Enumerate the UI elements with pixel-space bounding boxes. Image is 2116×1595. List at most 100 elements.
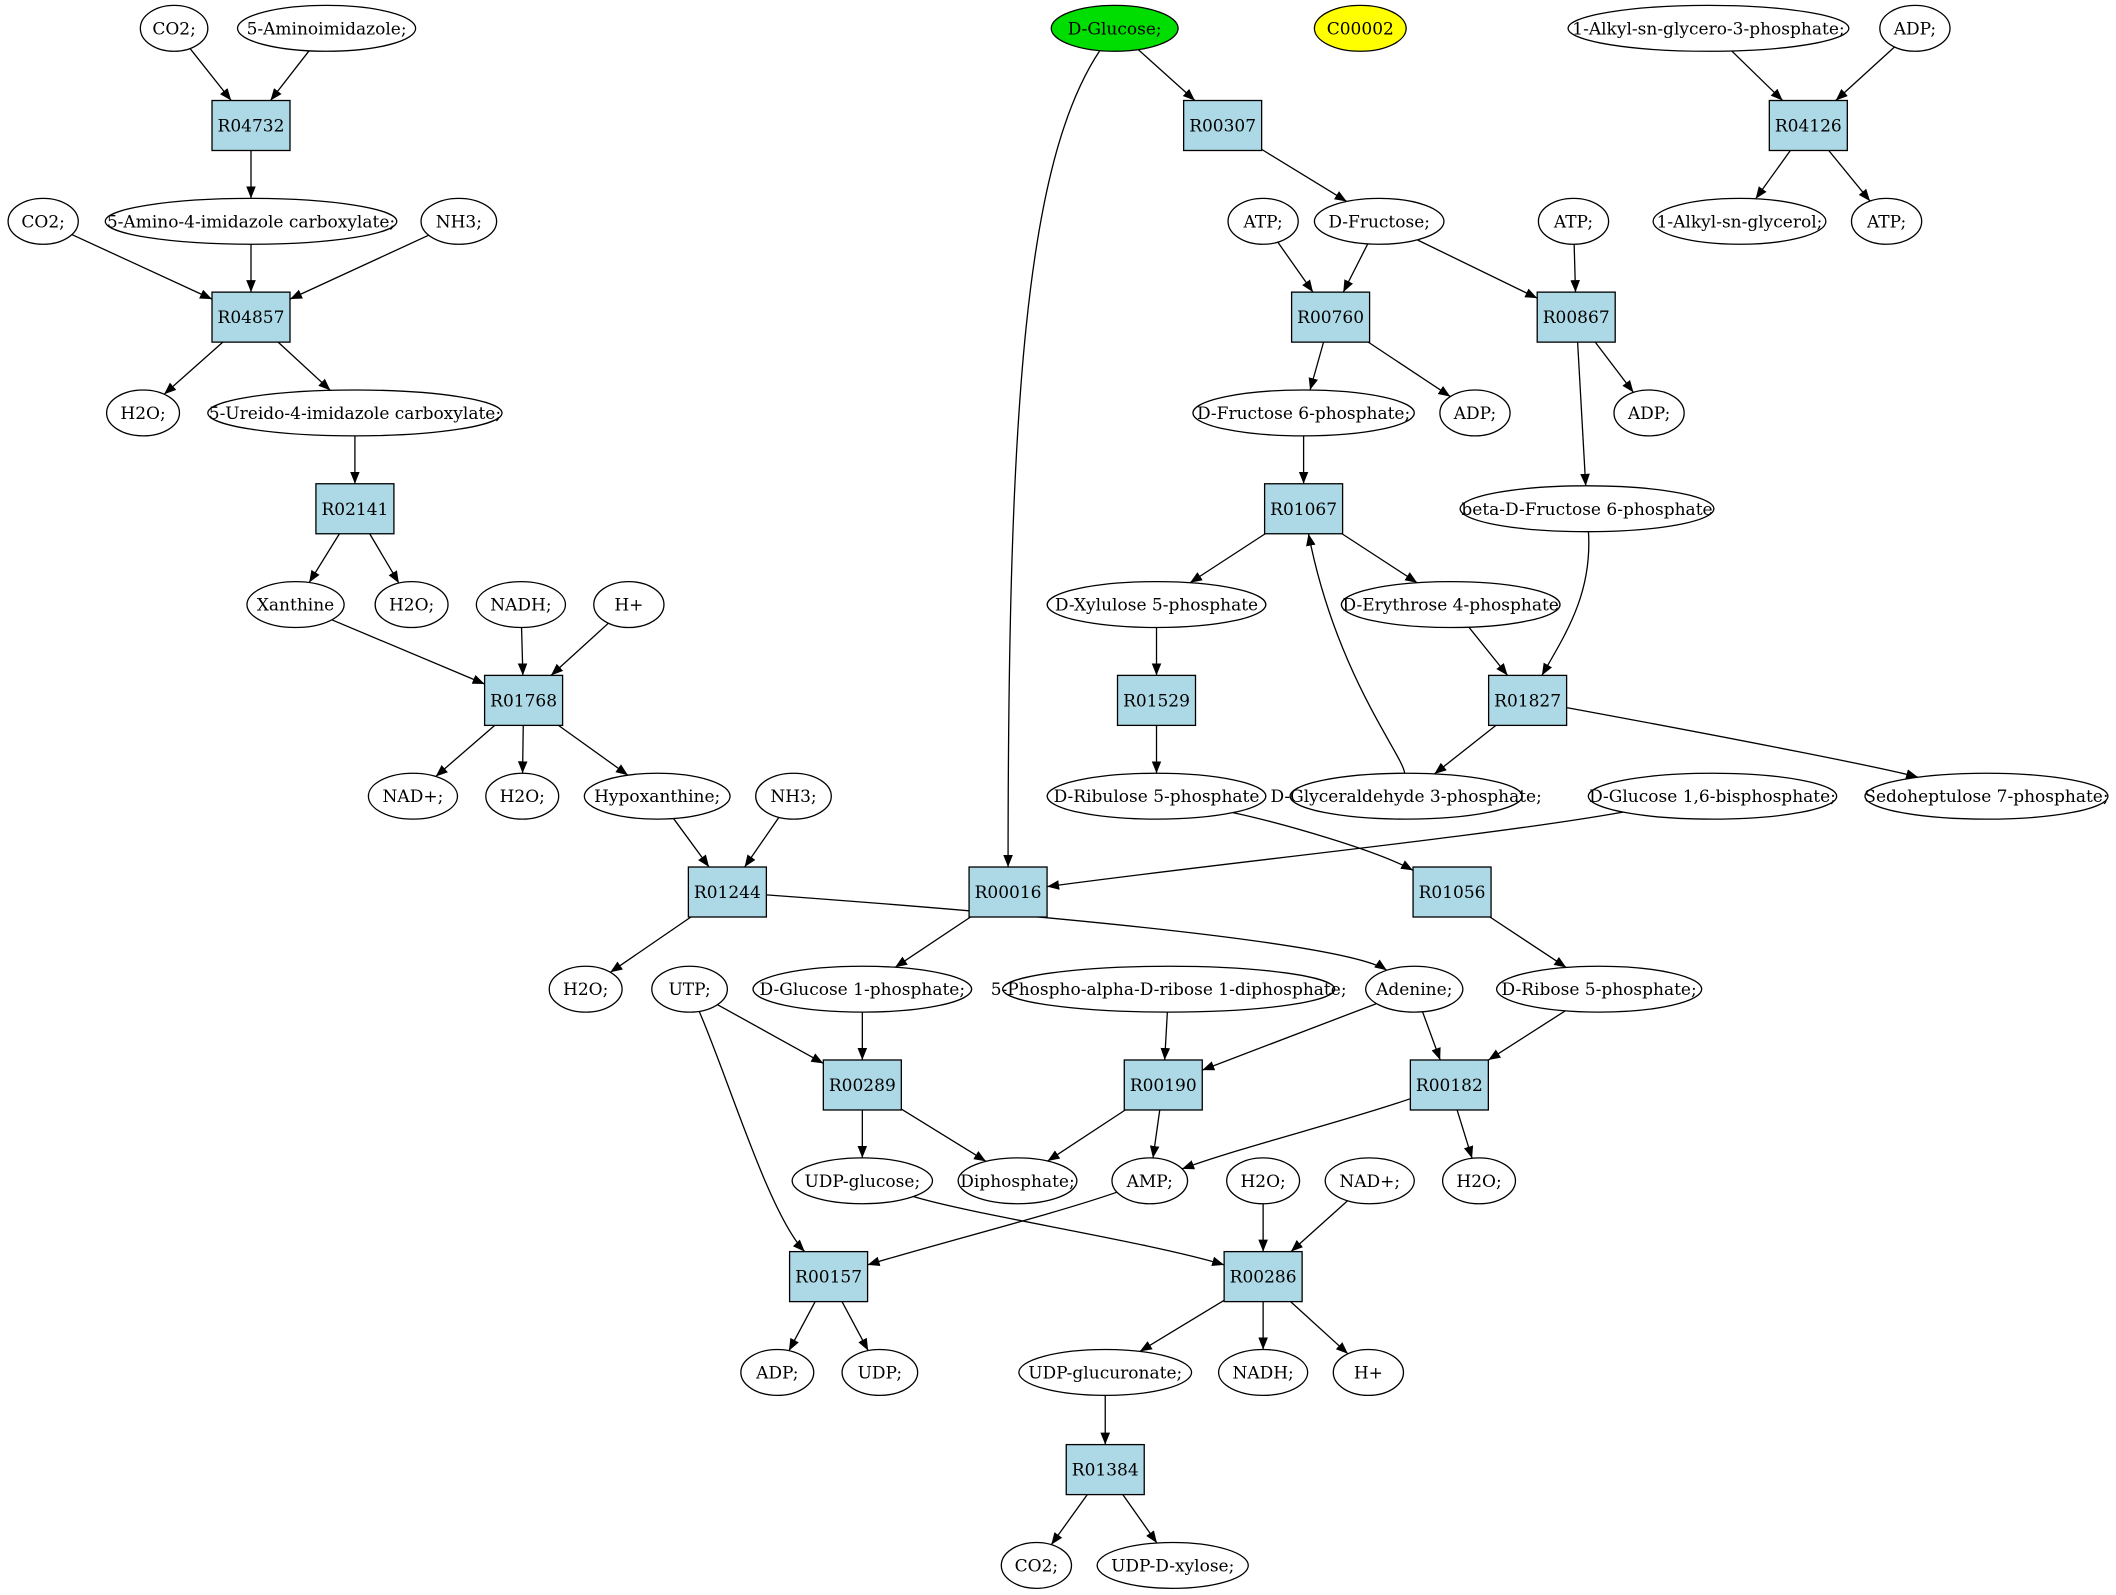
compound-node-amp[interactable]: AMP; [1111, 1157, 1189, 1205]
compound-node-c00002[interactable]: C00002 [1313, 4, 1407, 52]
reaction-box [1065, 1443, 1145, 1496]
compound-node-hplus_a[interactable]: H+ [593, 580, 665, 629]
edge-ru5p-to-R01056 [1232, 811, 1414, 871]
reaction-node-r00307[interactable]: R00307 [1182, 99, 1263, 152]
compound-node-h2o_e[interactable]: H2O; [1226, 1157, 1301, 1205]
compound-node-alkylglycerophosphate[interactable]: 1-Alkyl-sn-glycero-3-phosphate; [1567, 4, 1850, 52]
compound-node-udp[interactable]: UDP; [841, 1348, 919, 1397]
compound-label: H2O; [1240, 1172, 1285, 1192]
compound-ellipse [1050, 4, 1179, 52]
compound-ellipse [1850, 197, 1923, 245]
reaction-node-r01056[interactable]: R01056 [1412, 866, 1492, 918]
compound-node-co2_a[interactable]: CO2; [139, 4, 209, 52]
compound-node-alkylglycerol[interactable]: 1-Alkyl-sn-glycerol; [1652, 197, 1827, 245]
edge-adenine-to-R00182 [1421, 1011, 1441, 1061]
compound-node-adp_b[interactable]: ADP; [1439, 389, 1511, 437]
compound-ellipse [7, 197, 79, 245]
compound-node-nadplus_a[interactable]: NAD+; [367, 772, 459, 820]
compound-node-utp[interactable]: UTP; [651, 965, 729, 1013]
compound-node-hplus_b[interactable]: H+ [1332, 1348, 1405, 1397]
reaction-node-r00286[interactable]: R00286 [1223, 1250, 1303, 1303]
compound-node-ru5p[interactable]: D-Ribulose 5-phosphate [1046, 772, 1267, 820]
reaction-node-r04857[interactable]: R04857 [211, 291, 291, 343]
compound-label: 5-Phospho-alpha-D-ribose 1-diphosphate; [991, 980, 1347, 1000]
compound-ellipse [420, 197, 498, 245]
compound-label: D-Xylulose 5-phosphate [1055, 596, 1258, 616]
edge-adp_a-to-R04126 [1835, 46, 1895, 101]
edge-R00289-to-diphosphate [900, 1108, 987, 1162]
compound-node-h2o_f[interactable]: H2O; [1441, 1157, 1517, 1205]
compound-node-aicarboxylate[interactable]: 5-Amino-4-imidazole carboxylate; [104, 197, 398, 245]
compound-node-fructose[interactable]: D-Fructose; [1313, 197, 1445, 245]
reaction-node-r00760[interactable]: R00760 [1290, 291, 1371, 343]
reaction-node-r04732[interactable]: R04732 [211, 99, 291, 152]
reaction-node-r01529[interactable]: R01529 [1116, 674, 1197, 727]
reaction-node-r00190[interactable]: R00190 [1123, 1059, 1203, 1111]
reaction-node-r01827[interactable]: R01827 [1487, 674, 1568, 727]
compound-node-bf6p[interactable]: beta-D-Fructose 6-phosphate [1459, 485, 1715, 533]
compound-node-h2o_b[interactable]: H2O; [374, 580, 449, 629]
reaction-node-r00289[interactable]: R00289 [822, 1059, 902, 1111]
reaction-node-r00182[interactable]: R00182 [1409, 1059, 1490, 1111]
compound-node-x5p[interactable]: D-Xylulose 5-phosphate [1046, 580, 1267, 629]
compound-node-glucose[interactable]: D-Glucose; [1050, 4, 1179, 52]
compound-node-adp_d[interactable]: ADP; [740, 1348, 815, 1397]
compound-node-h2o_a[interactable]: H2O; [105, 389, 181, 437]
compound-node-prpp[interactable]: 5-Phospho-alpha-D-ribose 1-diphosphate; [991, 965, 1347, 1013]
compound-node-f6p[interactable]: D-Fructose 6-phosphate; [1192, 389, 1415, 437]
compound-label: Adenine; [1375, 980, 1452, 1000]
compound-node-atp_b[interactable]: ATP; [1537, 197, 1610, 245]
compound-node-xanthine[interactable]: Xanthine [246, 580, 345, 629]
compound-node-g1p[interactable]: D-Glucose 1-phosphate; [752, 965, 973, 1013]
compound-node-udpglucuronate[interactable]: UDP-glucuronate; [1018, 1348, 1193, 1397]
reaction-node-r00157[interactable]: R00157 [788, 1250, 869, 1303]
compound-node-hypoxanthine[interactable]: Hypoxanthine; [583, 772, 731, 820]
compound-ellipse [1217, 1348, 1309, 1397]
compound-node-r5p[interactable]: D-Ribose 5-phosphate; [1495, 965, 1703, 1013]
compound-node-adenine[interactable]: Adenine; [1365, 965, 1464, 1013]
compound-node-udpxylose[interactable]: UDP-D-xylose; [1096, 1541, 1249, 1589]
edge-R01244-to-h2o_d [609, 916, 692, 973]
compound-ellipse [740, 1348, 815, 1397]
compound-node-adp_a[interactable]: ADP; [1879, 4, 1951, 52]
reaction-node-r01067[interactable]: R01067 [1263, 483, 1344, 535]
edge-R04857-to-h2o_a [163, 341, 224, 395]
compound-node-ureido[interactable]: 5-Ureido-4-imidazole carboxylate; [207, 389, 503, 437]
compound-node-atp_c[interactable]: ATP; [1850, 197, 1923, 245]
reaction-node-r00867[interactable]: R00867 [1536, 291, 1616, 343]
compound-node-g16bp[interactable]: D-Glucose 1,6-bisphosphate; [1587, 772, 1838, 820]
compound-ellipse [1613, 389, 1685, 437]
compound-ellipse [1000, 1541, 1073, 1589]
compound-node-h2o_d[interactable]: H2O; [548, 965, 623, 1013]
compound-node-adp_c[interactable]: ADP; [1613, 389, 1685, 437]
compound-node-nh3_a[interactable]: NH3; [420, 197, 498, 245]
compound-node-nadh_b[interactable]: NADH; [1217, 1348, 1309, 1397]
edge-fructose-to-R00760 [1342, 243, 1369, 293]
compound-node-nh3_b[interactable]: NH3; [755, 772, 832, 820]
compound-node-co2_b[interactable]: CO2; [7, 197, 79, 245]
reaction-node-r01244[interactable]: R01244 [687, 866, 768, 918]
reaction-node-r04126[interactable]: R04126 [1768, 99, 1848, 152]
reaction-node-r01768[interactable]: R01768 [483, 674, 564, 727]
reaction-node-r02141[interactable]: R02141 [315, 483, 395, 535]
compound-node-g3p[interactable]: D-Glyceraldehyde 3-phosphate; [1270, 772, 1542, 820]
compound-node-e4p[interactable]: D-Erythrose 4-phosphate [1340, 580, 1561, 629]
compound-label: D-Glucose; [1068, 19, 1162, 39]
compound-node-diphosphate[interactable]: Diphosphate; [957, 1157, 1078, 1205]
reaction-label: R01384 [1072, 1461, 1139, 1481]
compound-node-nadh_a[interactable]: NADH; [475, 580, 567, 629]
compound-node-h2o_c[interactable]: H2O; [485, 772, 560, 820]
compound-node-nadplus_b[interactable]: NAD+; [1324, 1157, 1415, 1205]
compound-label: ADP; [755, 1363, 798, 1383]
compound-label: AMP; [1126, 1172, 1173, 1192]
reaction-node-r00016[interactable]: R00016 [968, 866, 1048, 918]
compound-ellipse [957, 1157, 1078, 1205]
compound-node-atp_a[interactable]: ATP; [1227, 197, 1299, 245]
compound-node-s7p[interactable]: Sedoheptulose 7-phosphate; [1864, 772, 2109, 820]
compound-node-udpglucose[interactable]: UDP-glucose; [791, 1157, 934, 1205]
compound-ellipse [1227, 197, 1299, 245]
compound-node-co2_c[interactable]: CO2; [1000, 1541, 1073, 1589]
compound-label: D-Fructose 6-phosphate; [1197, 404, 1410, 424]
compound-node-aminoimidazole[interactable]: 5-Aminoimidazole; [236, 4, 417, 52]
reaction-node-r01384[interactable]: R01384 [1065, 1443, 1145, 1496]
